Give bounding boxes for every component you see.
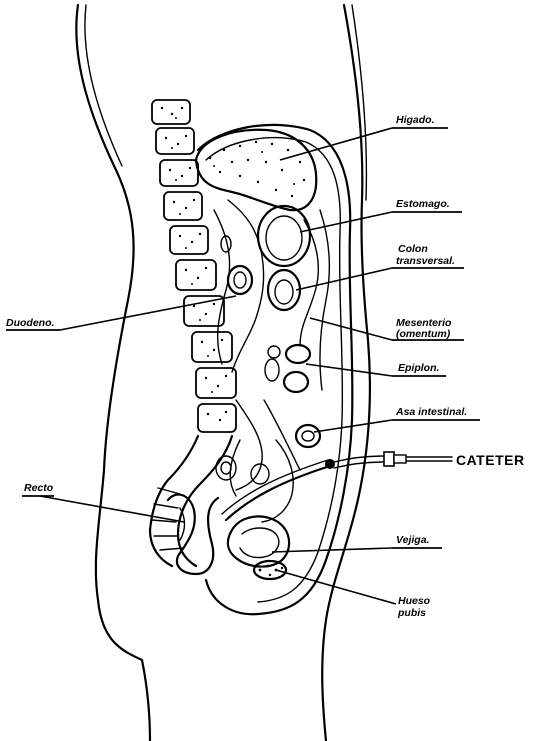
intestinal-loop — [296, 425, 320, 447]
intestinal-folds — [230, 400, 300, 522]
back-contour — [76, 5, 150, 741]
epiplon-loop-1 — [286, 345, 310, 363]
transverse-colon-inner — [275, 280, 293, 304]
catheter-external — [334, 456, 384, 468]
label-estomago: Estomago. — [396, 198, 450, 210]
label-hueso-2: pubis — [397, 607, 426, 619]
bladder-inner — [240, 528, 279, 558]
epiplon-loop-2 — [284, 372, 308, 392]
label-duodeno: Duodeno. — [6, 317, 54, 329]
bladder — [228, 516, 289, 566]
leader-recto — [40, 496, 184, 522]
small-loop-b — [221, 462, 231, 474]
intestinal-loop-inner — [302, 431, 314, 441]
label-colon-1: Colon — [398, 243, 428, 255]
stomach-inner — [266, 216, 302, 260]
label-cateter: CATETER — [456, 452, 525, 468]
catheter-connector-2 — [394, 455, 406, 463]
catheter-tube — [226, 466, 330, 520]
label-mesenterio-2: (omentum) — [396, 328, 451, 340]
label-higado: Higado. — [396, 114, 435, 126]
epiplon-loop-4 — [268, 346, 280, 358]
leader-colon — [296, 268, 392, 290]
label-epiplon: Epiplon. — [398, 362, 439, 374]
label-colon-2: transversal. — [396, 255, 455, 267]
catheter-connector — [384, 452, 394, 466]
spine — [150, 100, 236, 566]
catheter-line-to-label — [406, 457, 452, 461]
epiplon-loop-3 — [265, 359, 279, 381]
label-hueso-1: Hueso — [398, 595, 431, 607]
rectum — [168, 495, 218, 574]
leader-vejiga — [272, 548, 392, 552]
duodenum — [228, 266, 252, 294]
small-loop-a — [216, 456, 236, 480]
label-asa-intestinal: Asa intestinal. — [395, 406, 467, 418]
leader-epiplon — [306, 364, 392, 376]
label-recto: Recto — [24, 482, 54, 494]
leader-estomago — [300, 212, 392, 232]
front-contour — [322, 5, 370, 741]
catheter-cuff — [325, 459, 335, 469]
mesentery-folds — [214, 200, 329, 390]
duodenum-inner — [234, 272, 246, 288]
label-vejiga: Vejiga. — [396, 534, 430, 546]
